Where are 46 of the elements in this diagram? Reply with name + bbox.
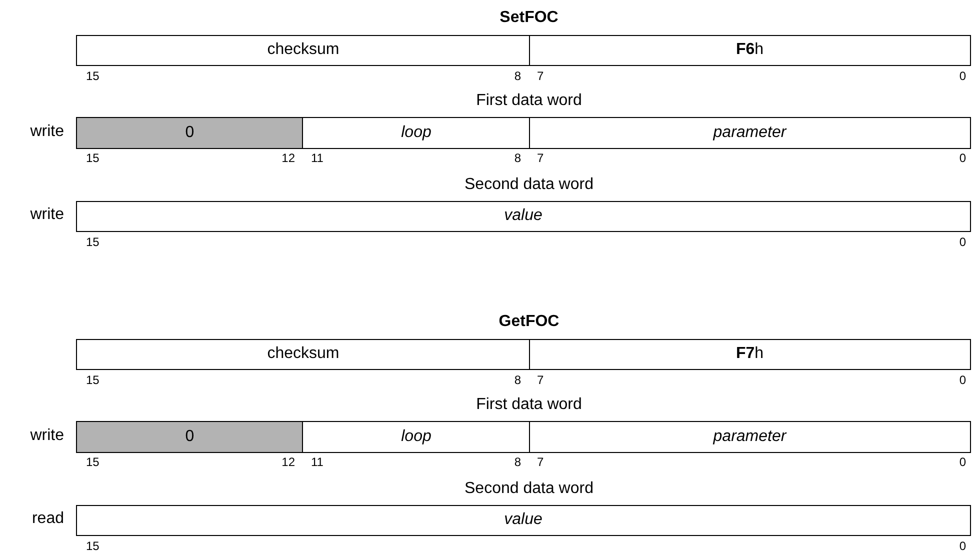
bit-number: 7 bbox=[537, 70, 544, 82]
bit-number: 7 bbox=[537, 456, 544, 468]
bit-field: F6h bbox=[529, 35, 970, 66]
reserved-bit-field: 0 bbox=[76, 117, 304, 148]
bit-field: checksum bbox=[76, 339, 530, 370]
bit-number: 0 bbox=[959, 70, 966, 82]
bit-number: 15 bbox=[86, 70, 100, 82]
bit-field: F7h bbox=[529, 339, 970, 370]
bit-number: 0 bbox=[959, 540, 966, 552]
bit-number: 0 bbox=[959, 152, 966, 164]
bit-field: parameter bbox=[529, 421, 970, 452]
data-word-heading: First data word bbox=[476, 397, 582, 413]
data-word-heading: First data word bbox=[476, 93, 582, 109]
bit-number: 11 bbox=[311, 456, 324, 468]
bit-number: 15 bbox=[86, 236, 100, 248]
bit-number: 8 bbox=[514, 152, 521, 164]
bit-field: parameter bbox=[529, 117, 970, 148]
access-label: write bbox=[30, 124, 64, 140]
data-word-heading: Second data word bbox=[464, 177, 594, 193]
bit-number: 12 bbox=[282, 456, 295, 468]
bit-number: 0 bbox=[959, 374, 966, 386]
bit-field: loop bbox=[302, 117, 530, 148]
bit-number: 12 bbox=[282, 152, 295, 164]
bit-number: 8 bbox=[514, 70, 521, 82]
bit-number: 0 bbox=[959, 236, 966, 248]
bit-number: 8 bbox=[514, 374, 521, 386]
bit-field: value bbox=[76, 505, 970, 536]
register-title: SetFOC bbox=[500, 10, 558, 26]
bit-field: value bbox=[76, 201, 970, 232]
bit-number: 7 bbox=[537, 374, 544, 386]
access-label: read bbox=[32, 511, 64, 527]
bit-number: 11 bbox=[311, 152, 324, 164]
reserved-bit-field: 0 bbox=[76, 421, 304, 452]
access-label: write bbox=[30, 207, 64, 223]
bit-number: 15 bbox=[86, 456, 100, 468]
bit-field: checksum bbox=[76, 35, 530, 66]
access-label: write bbox=[30, 428, 64, 444]
bit-number: 15 bbox=[86, 152, 100, 164]
bit-number: 7 bbox=[537, 152, 544, 164]
bit-number: 8 bbox=[514, 456, 521, 468]
bit-field: loop bbox=[302, 421, 530, 452]
bit-number: 0 bbox=[959, 456, 966, 468]
register-title: GetFOC bbox=[498, 314, 560, 330]
bit-number: 15 bbox=[86, 374, 100, 386]
data-word-heading: Second data word bbox=[464, 481, 594, 497]
bit-number: 15 bbox=[86, 540, 100, 552]
